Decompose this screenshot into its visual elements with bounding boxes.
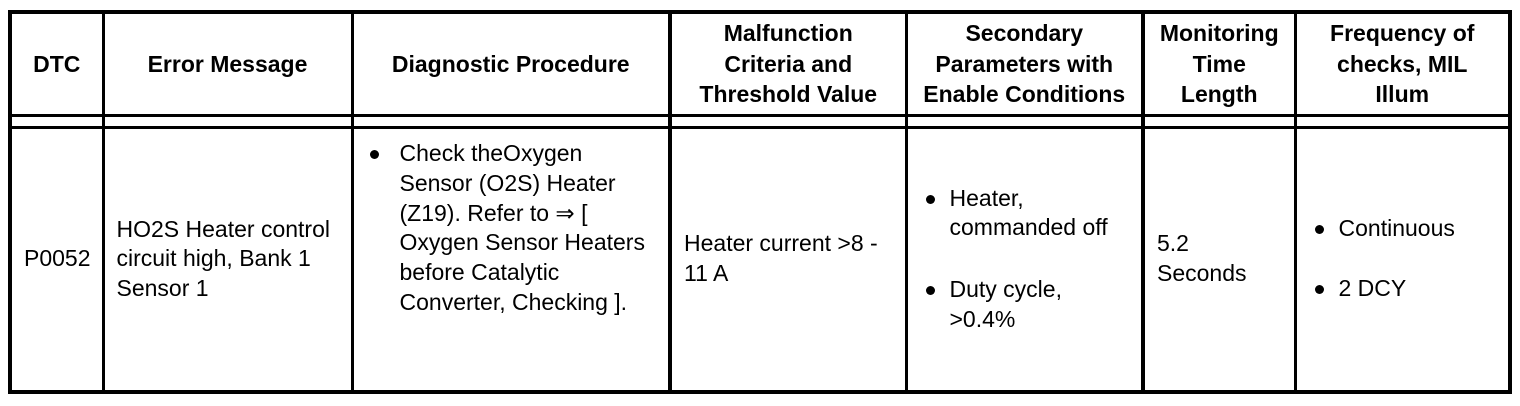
secondary-parameter-item-text: Duty cycle, >0.4% [949, 276, 1062, 333]
diagnostic-procedure-list: Check theOxygen Sensor (O2S) Heater (Z19… [366, 139, 657, 318]
header-label-monitoring-time-length: Monitoring Time Length [1159, 20, 1279, 108]
rule-segment [1143, 113, 1297, 129]
list-item: Continuous [1309, 214, 1497, 244]
list-item: Check theOxygen Sensor (O2S) Heater (Z19… [366, 139, 657, 318]
cell-error-message: HO2S Heater control circuit high, Bank 1… [103, 127, 354, 390]
malfunction-criteria-text: Heater current >8 - 11 A [684, 230, 878, 287]
frequency-of-checks-list: Continuous 2 DCY [1309, 214, 1497, 304]
rule-segment [1295, 113, 1508, 129]
rule-segment [103, 113, 354, 129]
table-row: P0052 HO2S Heater control circuit high, … [12, 127, 1508, 390]
frequency-item-text: 2 DCY [1338, 275, 1407, 302]
header-cell-diagnostic-procedure: Diagnostic Procedure [352, 14, 672, 116]
monitoring-time-length-text: 5.2 Seconds [1157, 230, 1247, 287]
header-label-error-message: Error Message [147, 50, 308, 77]
list-item: Duty cycle, >0.4% [920, 275, 1130, 335]
header-cell-error-message: Error Message [103, 14, 354, 116]
dtc-diagnostic-table: DTC Error Message Diagnostic Procedure M… [8, 10, 1512, 394]
cell-frequency-of-checks: Continuous 2 DCY [1295, 127, 1508, 390]
rule-segment [12, 113, 105, 129]
header-cell-dtc: DTC [12, 14, 105, 116]
diagnostic-procedure-item-text: Check theOxygen Sensor (O2S) Heater (Z19… [399, 139, 645, 316]
table-header-row: DTC Error Message Diagnostic Procedure M… [12, 14, 1508, 116]
header-label-frequency-of-checks: Frequency of checks, MIL Illum [1330, 20, 1475, 108]
rule-segment [670, 113, 908, 129]
error-message-text: HO2S Heater control circuit high, Bank 1… [116, 215, 330, 302]
frequency-item-text: Continuous [1338, 215, 1455, 242]
list-item: 2 DCY [1309, 274, 1497, 304]
secondary-parameter-item-text: Heater, commanded off [949, 184, 1108, 241]
rule-segment [352, 113, 672, 129]
cell-malfunction-criteria: Heater current >8 - 11 A [670, 127, 908, 390]
header-label-dtc: DTC [33, 50, 81, 77]
rule-segment [906, 113, 1145, 129]
cell-diagnostic-procedure: Check theOxygen Sensor (O2S) Heater (Z19… [352, 127, 672, 390]
dtc-code: P0052 [24, 245, 91, 272]
table-body: DTC Error Message Diagnostic Procedure M… [12, 14, 1508, 390]
header-label-malfunction-criteria: Malfunction Criteria and Threshold Value [699, 20, 878, 108]
header-cell-malfunction-criteria: Malfunction Criteria and Threshold Value [670, 14, 908, 116]
list-item: Heater, commanded off [920, 184, 1130, 244]
cell-secondary-parameters: Heater, commanded off Duty cycle, >0.4% [906, 127, 1145, 390]
cell-dtc: P0052 [12, 127, 105, 390]
header-cell-monitoring-time-length: Monitoring Time Length [1143, 14, 1297, 116]
header-label-secondary-parameters: Secondary Parameters with Enable Conditi… [923, 20, 1126, 108]
header-cell-secondary-parameters: Secondary Parameters with Enable Conditi… [906, 14, 1145, 116]
cell-monitoring-time-length: 5.2 Seconds [1143, 127, 1297, 390]
header-body-double-rule [12, 113, 1508, 129]
header-cell-frequency-of-checks: Frequency of checks, MIL Illum [1295, 14, 1508, 116]
secondary-parameters-list: Heater, commanded off Duty cycle, >0.4% [920, 184, 1130, 336]
header-label-diagnostic-procedure: Diagnostic Procedure [391, 50, 630, 77]
